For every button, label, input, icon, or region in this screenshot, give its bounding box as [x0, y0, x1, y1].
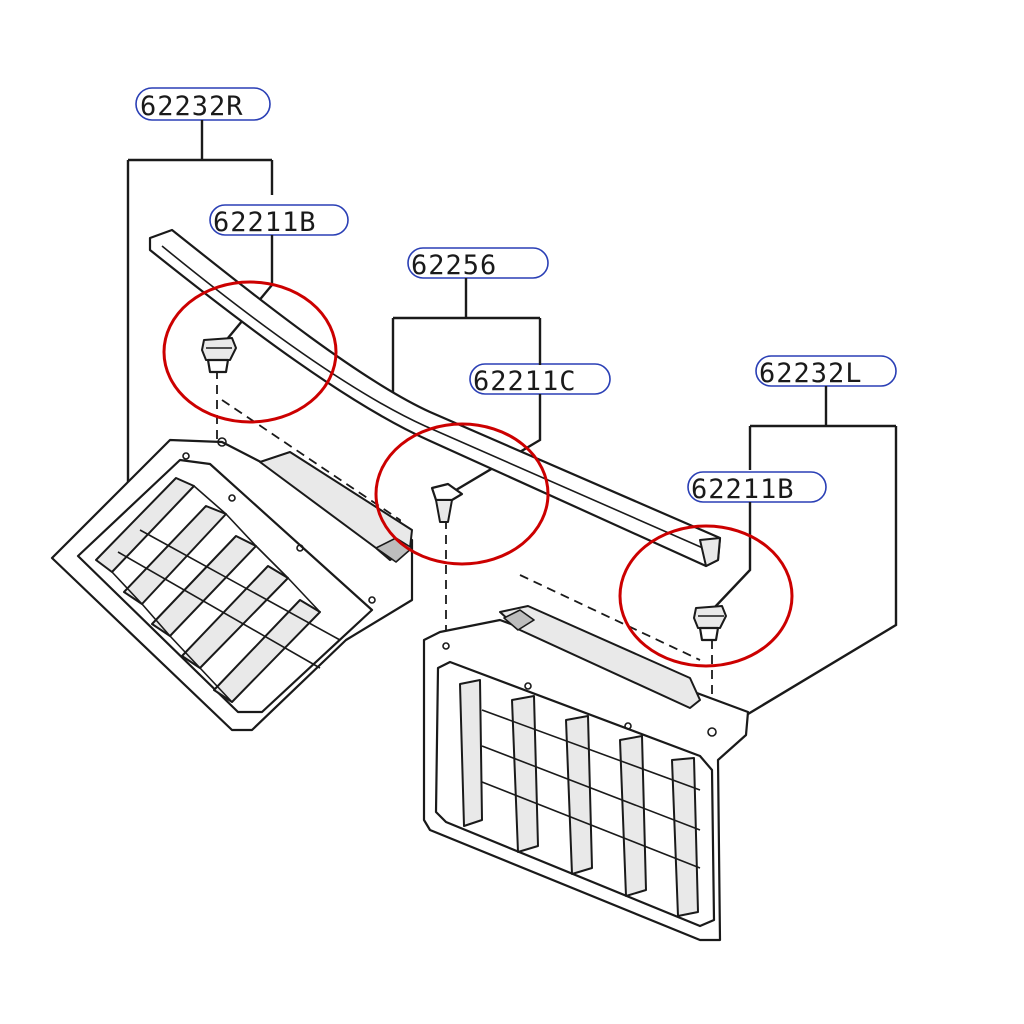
- molding-strip: [148, 228, 722, 568]
- leader-62256: [391, 278, 542, 400]
- label-62256[interactable]: 62256: [407, 247, 549, 281]
- grille-left-vanes: [459, 679, 701, 917]
- highlight-clip-left: [618, 524, 794, 668]
- clip-62211C: [430, 482, 464, 523]
- label-text: 62256: [411, 250, 497, 281]
- leader-62232R: [126, 120, 274, 482]
- clip-62211B-right: [201, 337, 237, 374]
- label-text: 62211C: [473, 366, 577, 397]
- leader-62232L: [747, 386, 898, 716]
- label-box: [407, 247, 549, 279]
- highlight-clip-right: [162, 280, 338, 424]
- label-text: 62232L: [759, 358, 863, 389]
- grille-right: [50, 437, 414, 732]
- grille-right-vanes: [95, 477, 341, 703]
- label-text: 62211B: [691, 474, 795, 505]
- grille-left: [422, 605, 750, 942]
- highlight-circles: [162, 280, 794, 668]
- label-box: [209, 204, 349, 236]
- leader-62211C: [455, 394, 542, 492]
- clip-62211B-left: [693, 605, 727, 642]
- label-text: 62211B: [213, 207, 317, 238]
- label-62211B-right[interactable]: 62211B: [209, 204, 349, 238]
- highlight-clip-center: [374, 422, 550, 566]
- label-text: 62232R: [140, 91, 244, 122]
- label-62211B-left[interactable]: 62211B: [687, 471, 827, 505]
- label-box: [687, 471, 827, 503]
- label-62211C[interactable]: 62211C: [469, 363, 611, 397]
- leader-62211B-left: [713, 502, 752, 609]
- label-62232R[interactable]: 62232R: [135, 87, 271, 122]
- label-62232L[interactable]: 62232L: [755, 355, 897, 389]
